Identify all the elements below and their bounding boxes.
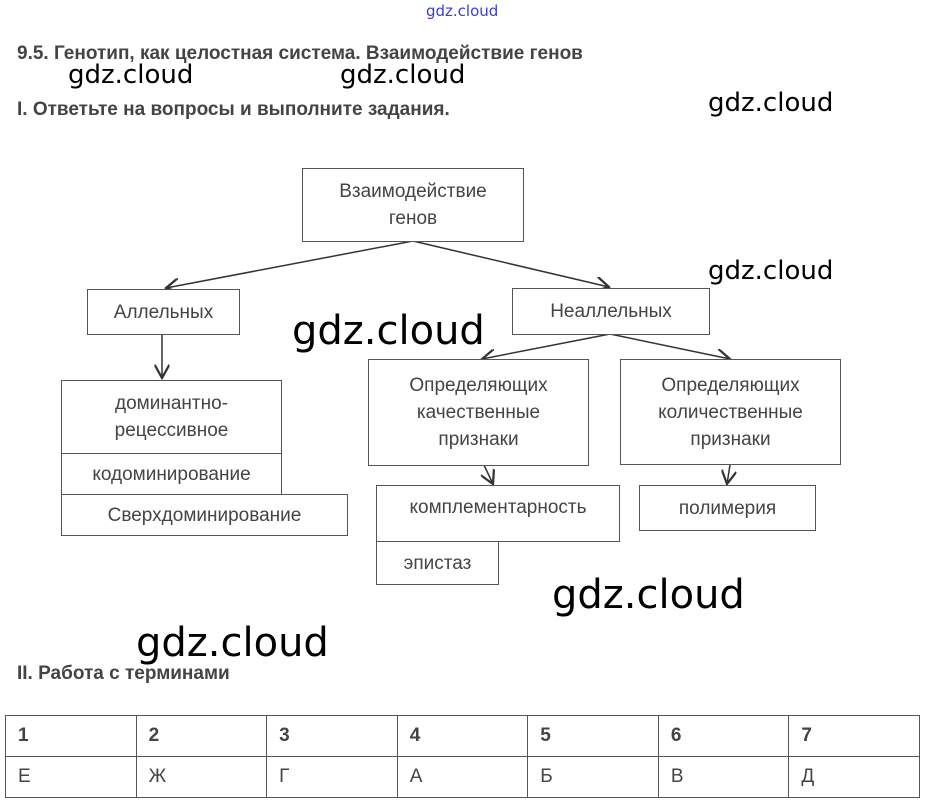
watermark: gdz.cloud — [708, 256, 834, 286]
table-cell: В — [657, 756, 790, 798]
table-header-cell: 7 — [788, 715, 920, 757]
table-header-cell: 4 — [396, 715, 529, 757]
page-title: 9.5. Генотип, как целостная система. Вза… — [17, 43, 583, 64]
node-nonallelic: Неаллельных — [512, 288, 710, 335]
node-allelic: Аллельных — [87, 289, 240, 335]
watermark: gdz.cloud — [340, 60, 466, 90]
node-quantitative: Определяющих количественные признаки — [620, 359, 841, 465]
node-qualitative: Определяющих качественные признаки — [368, 359, 589, 466]
table-header-cell: 5 — [527, 715, 659, 757]
table-cell: Б — [527, 756, 659, 798]
watermark-small: gdz.cloud — [426, 2, 499, 20]
watermark: gdz.cloud — [708, 88, 834, 118]
table-header-cell: 6 — [657, 715, 790, 757]
arrow-quantitative-items — [727, 464, 730, 484]
table-cell: Д — [788, 756, 920, 798]
node-root: Взаимодействие генов — [302, 168, 524, 242]
table-header-cell: 2 — [135, 715, 268, 757]
watermark: gdz.cloud — [68, 60, 194, 90]
section-heading-2: II. Работа с терминами — [17, 663, 230, 684]
table-row: Е Ж Г А Б В Д — [5, 756, 920, 798]
arrow-root-allelic — [166, 240, 414, 288]
section-heading-1: I. Ответьте на вопросы и выполните задан… — [17, 99, 450, 120]
node-epistasis: эпистаз — [376, 541, 499, 585]
table-cell: Г — [266, 756, 398, 798]
arrow-root-nonallelic — [412, 240, 609, 287]
table-cell: А — [396, 756, 529, 798]
table-header-row: 1 2 3 4 5 6 7 — [5, 715, 920, 757]
watermark: gdz.cloud — [292, 308, 485, 354]
watermark: gdz.cloud — [136, 620, 329, 666]
answers-table: 1 2 3 4 5 6 7 Е Ж Г А Б В Д — [5, 715, 920, 798]
arrow-qualitative — [482, 333, 611, 359]
table-cell: Е — [5, 756, 137, 798]
watermark: gdz.cloud — [552, 572, 745, 618]
node-complementarity: комплементарность — [376, 485, 620, 542]
node-polymery: полимерия — [639, 485, 816, 531]
arrow-quantitative — [609, 333, 730, 359]
node-dominant-recessive: доминантно-рецессивное — [61, 380, 282, 454]
node-codominance: кодоминирование — [61, 453, 282, 495]
table-cell: Ж — [135, 756, 268, 798]
node-overdominance: Сверхдоминирование — [61, 494, 348, 536]
table-header-cell: 1 — [5, 715, 137, 757]
table-header-cell: 3 — [266, 715, 398, 757]
arrow-qualitative-items — [484, 464, 493, 484]
